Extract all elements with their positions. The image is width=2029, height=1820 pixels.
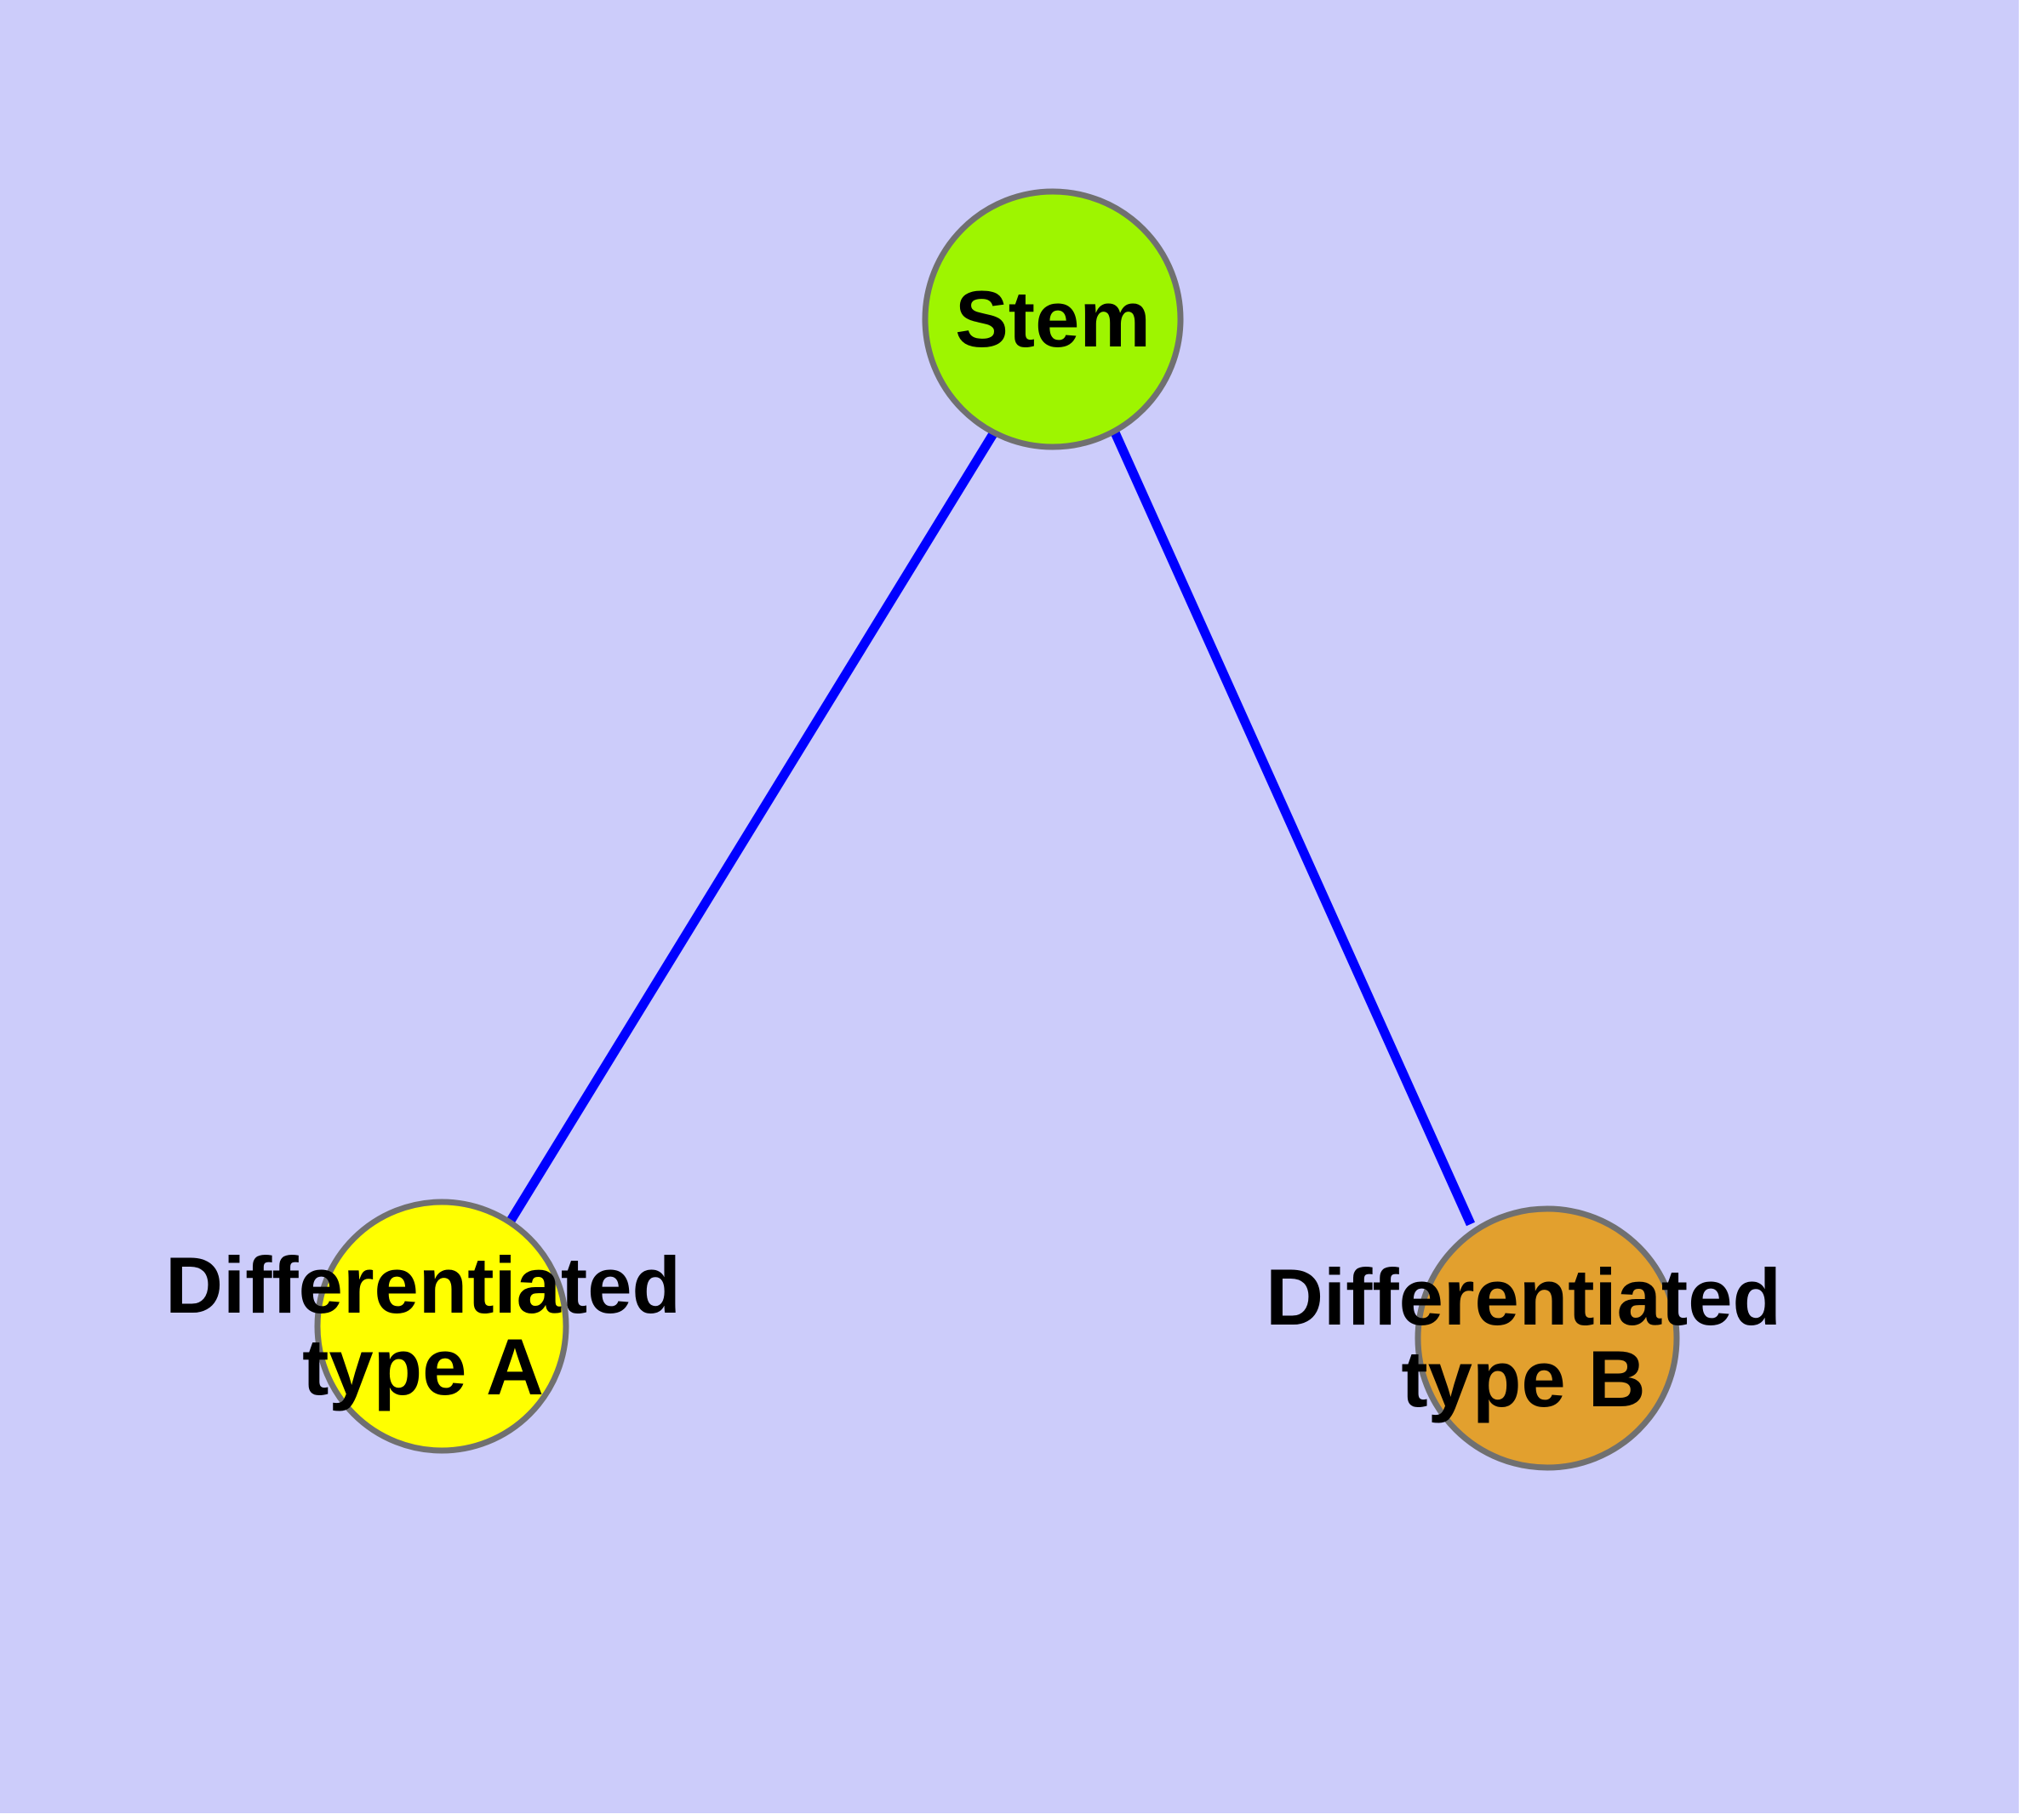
label-line: type A [302,1322,544,1411]
node-diff_b[interactable] [1415,1205,1680,1471]
node-diff_a[interactable] [314,1199,569,1454]
edges-layer [506,430,1476,1227]
edge-stem-diff_a[interactable] [506,430,998,1223]
edge-stem-diff_b[interactable] [1110,430,1476,1227]
label-line: Stem [955,274,1151,363]
label-line: Differentiated [165,1240,681,1330]
label-line: Differentiated [1266,1252,1781,1342]
label-line: type B [1401,1334,1645,1423]
nodes-layer [314,188,1680,1471]
node-label-stem: Stem [955,274,1151,363]
node-stem[interactable] [922,188,1184,450]
